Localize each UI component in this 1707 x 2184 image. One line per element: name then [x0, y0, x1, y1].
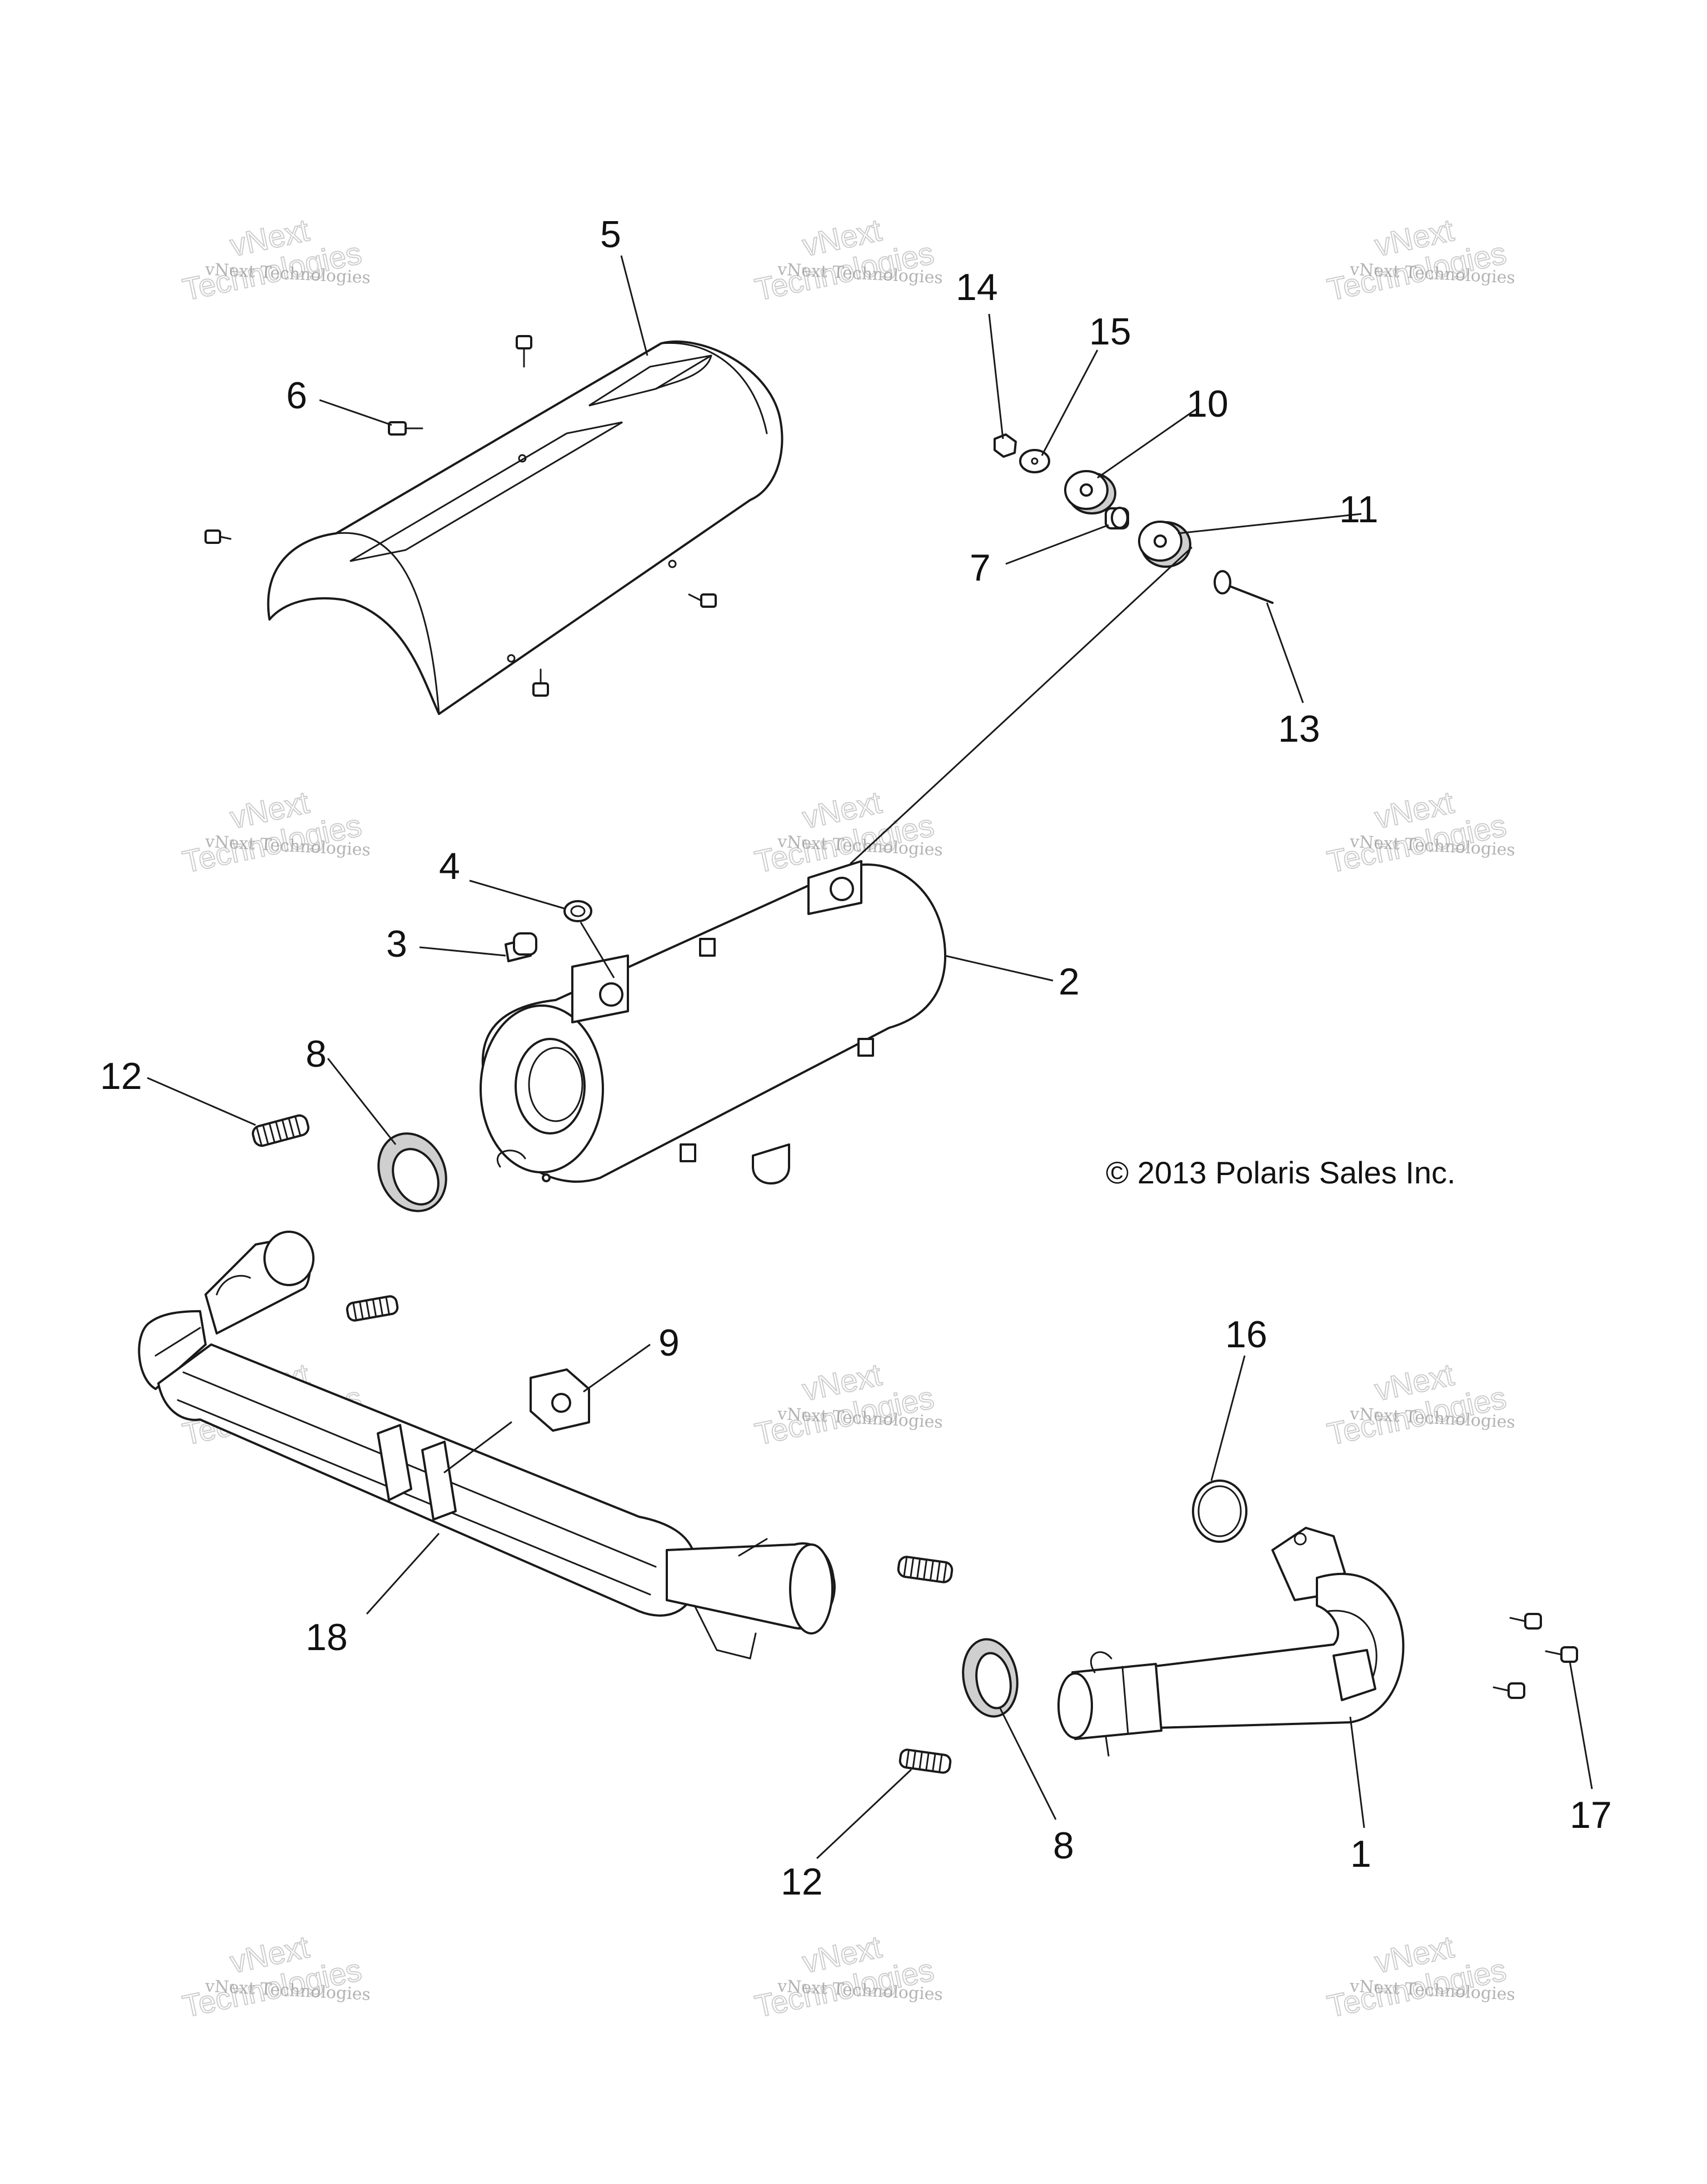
- callouts: 5 6 14 15 10 11 7 13 4 3 2 12 8 9 16 18 …: [100, 213, 1612, 1903]
- watermark: Technologies vNext vNext Technologies: [751, 212, 944, 308]
- washer-icon: [563, 900, 592, 922]
- watermark: Technologies vNext vNext Technologies: [179, 212, 371, 308]
- plug-icon: [505, 932, 537, 962]
- spring-icon: [897, 1556, 954, 1583]
- muffler-part: [480, 860, 946, 1185]
- bolt-icon: [388, 421, 423, 436]
- watermark: Technologies vNext vNext Technologies: [1324, 1928, 1516, 2025]
- callout-label: 9: [658, 1322, 680, 1364]
- callout-label: 16: [1225, 1313, 1267, 1356]
- watermarks: Technologies vNext vNext Technologies Te…: [179, 212, 1516, 2025]
- watermark: Technologies vNext vNext Technologies: [1324, 212, 1516, 308]
- callout-label: 18: [306, 1616, 348, 1658]
- grommet-icon: [1138, 521, 1191, 568]
- callout-label: 12: [100, 1055, 142, 1097]
- callout-label: 10: [1186, 383, 1229, 425]
- watermark: Technologies vNext vNext Technologies: [751, 1928, 944, 2025]
- seal-icon: [962, 1638, 1019, 1718]
- bolt-icon: [1214, 570, 1274, 604]
- watermark: Technologies vNext vNext Technologies: [1324, 1356, 1516, 1452]
- leader-lines: [147, 255, 1593, 1860]
- callout-label: 17: [1570, 1794, 1612, 1836]
- callout-label: 13: [1278, 708, 1320, 750]
- bolt-icon: [516, 335, 532, 368]
- heat-shield-part: [267, 340, 783, 715]
- callout-label: 12: [781, 1861, 823, 1903]
- bolt-icon: [1509, 1613, 1542, 1630]
- bolt-icon: [688, 593, 717, 608]
- spring-icon: [252, 1114, 310, 1147]
- spring-icon: [899, 1748, 952, 1774]
- copyright-text: © 2013 Polaris Sales Inc.: [1106, 1155, 1456, 1190]
- shield-bolts: [204, 335, 717, 697]
- callout-label: 8: [306, 1033, 327, 1075]
- callout-label: 1: [1350, 1833, 1371, 1875]
- callout-label: 6: [286, 374, 307, 417]
- mount-hardware: [994, 433, 1274, 604]
- washer-icon: [1019, 449, 1050, 473]
- callout-label: 7: [970, 547, 991, 589]
- gasket-icon: [1192, 1480, 1247, 1543]
- watermark: Technologies vNext vNext Technologies: [751, 1356, 944, 1452]
- callout-label: 2: [1059, 961, 1080, 1003]
- exhaust-pipe-part: [138, 1231, 836, 1660]
- grommet-icon: [1064, 470, 1116, 514]
- watermark: Technologies vNext vNext Technologies: [1324, 784, 1516, 880]
- callout-label: 11: [1339, 488, 1379, 531]
- clip-icon: [530, 1368, 590, 1432]
- bolt-icon: [1545, 1646, 1578, 1663]
- sleeve-icon: [1105, 507, 1129, 529]
- callout-label: 4: [439, 845, 460, 887]
- callout-label: 8: [1053, 1825, 1074, 1867]
- watermark: Technologies vNext vNext Technologies: [179, 1928, 371, 2025]
- bolt-icon: [204, 529, 232, 544]
- spring-icon: [346, 1295, 399, 1322]
- bolt-icon: [532, 668, 549, 697]
- header-pipe-part: [1057, 1527, 1405, 1757]
- callout-label: 5: [600, 213, 621, 256]
- callout-label: 14: [956, 266, 998, 308]
- watermark: Technologies vNext vNext Technologies: [179, 784, 371, 880]
- bolt-icon: [1493, 1682, 1525, 1699]
- callout-label: 15: [1089, 311, 1131, 353]
- header-bolts: [1493, 1613, 1578, 1699]
- callout-label: 3: [386, 923, 407, 965]
- nut-icon: [994, 433, 1017, 458]
- seal-icon: [377, 1132, 447, 1212]
